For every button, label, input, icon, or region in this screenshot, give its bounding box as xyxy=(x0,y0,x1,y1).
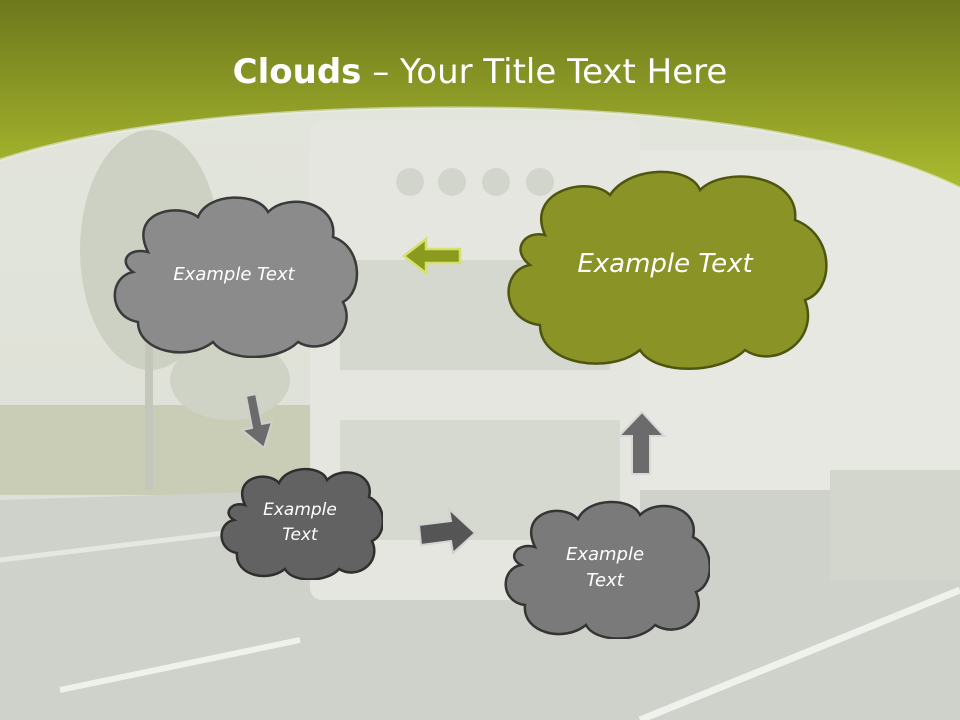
cloud-shape xyxy=(507,170,828,370)
cloud-shape xyxy=(220,467,383,580)
arrow-down-icon xyxy=(239,392,274,450)
title-dash: – xyxy=(361,52,401,92)
cloud-label: Example Text xyxy=(173,263,295,285)
slide-title: Clouds – Your Title Text Here xyxy=(0,52,960,92)
title-bold: Clouds xyxy=(232,52,362,92)
arrow-right-icon xyxy=(417,506,477,555)
arrow-left-icon xyxy=(402,236,462,276)
cloud-top-right[interactable]: Example Text xyxy=(500,165,830,371)
cloud-label: Example Text xyxy=(577,249,753,280)
cloud-shape xyxy=(504,500,710,639)
cloud-shape xyxy=(113,196,359,358)
title-rest: Your Title Text Here xyxy=(400,52,728,92)
cloud-top-left[interactable]: Example Text xyxy=(108,192,360,358)
arrow-up-icon xyxy=(616,410,667,475)
